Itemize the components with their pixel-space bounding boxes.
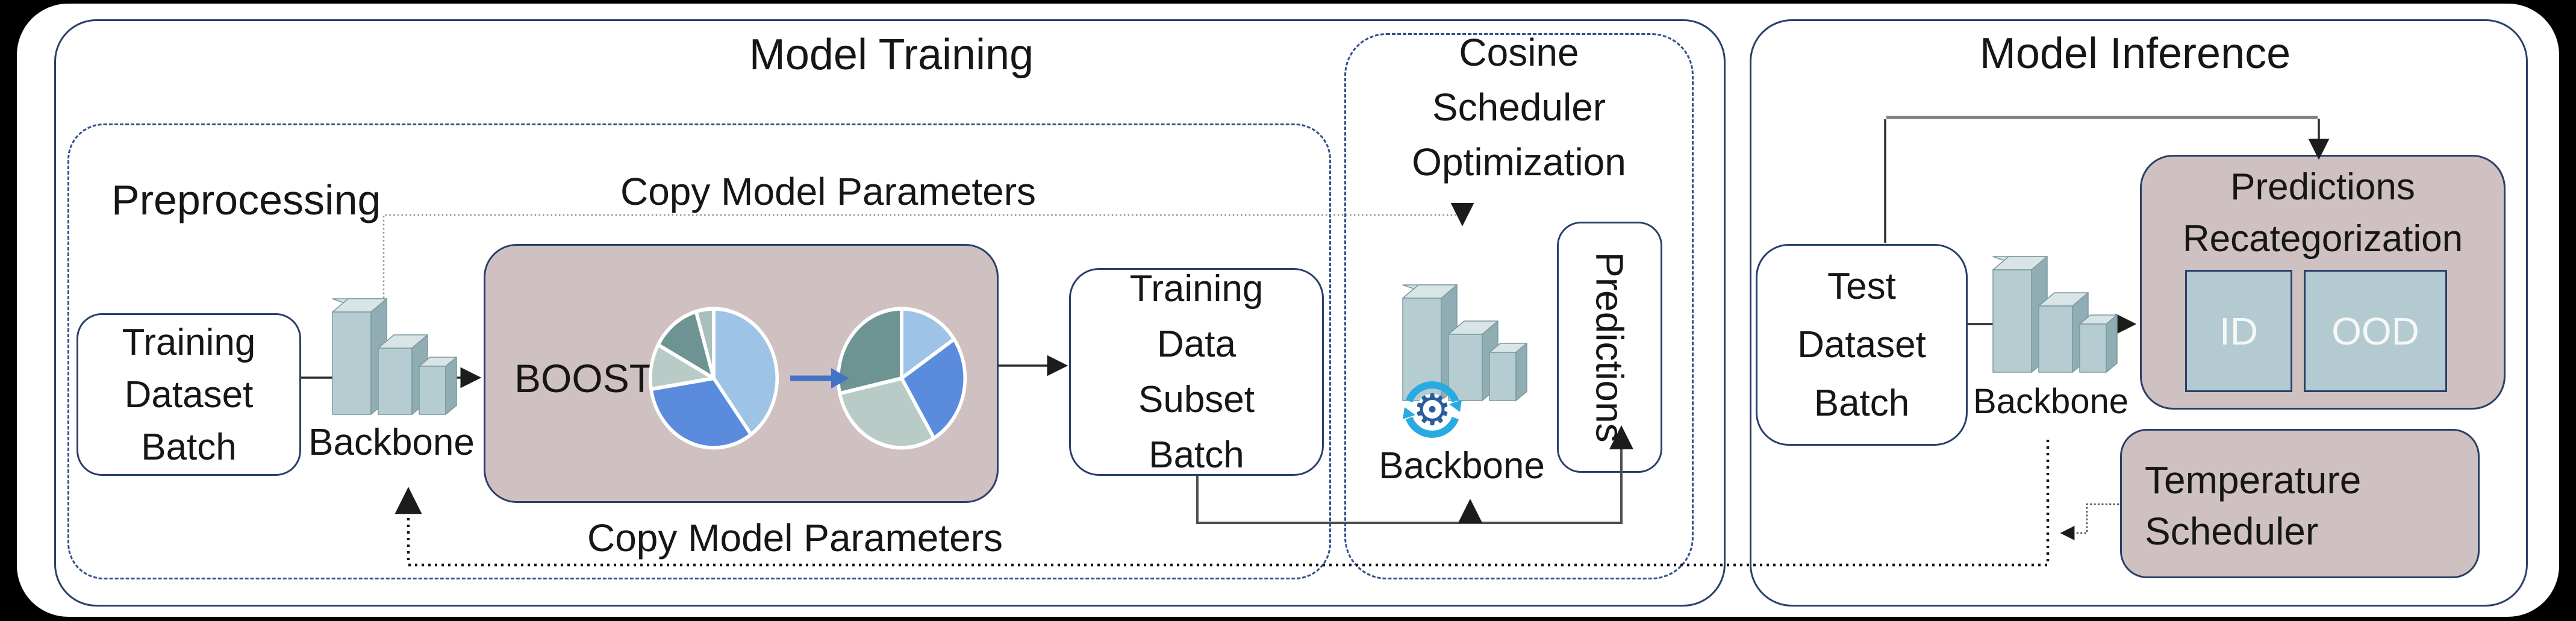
- copy-model-parameters-bottom-label: Copy Model Parameters: [587, 516, 1003, 560]
- cosine-title-line3: Optimization: [1412, 140, 1626, 184]
- id-box: ID: [2185, 270, 2292, 392]
- copy-model-parameters-top-label: Copy Model Parameters: [620, 170, 1037, 213]
- backbone-label-preprocessing: Backbone: [308, 422, 475, 463]
- boost-box: BOOST: [484, 244, 999, 503]
- temperature-line2: Scheduler: [2145, 510, 2319, 553]
- backbone-label-inference: Backbone: [1973, 382, 2128, 421]
- subset-line3: Subset: [1138, 378, 1255, 420]
- model-inference-title: Model Inference: [1979, 30, 2291, 78]
- training-dataset-batch-box: Training Dataset Batch: [76, 313, 301, 476]
- test-line3: Batch: [1813, 382, 1910, 424]
- training-data-subset-batch-box: Training Data Subset Batch: [1069, 268, 1324, 476]
- predictions-label: Predictions: [1588, 252, 1632, 443]
- temperature-line1: Temperature: [2145, 458, 2362, 502]
- recat-title-line1: Predictions: [2230, 166, 2415, 208]
- temperature-scheduler-box: Temperature Scheduler: [2120, 429, 2480, 578]
- subset-line1: Training: [1129, 267, 1264, 310]
- test-line2: Dataset: [1797, 324, 1926, 366]
- model-inference-container: [1750, 19, 2528, 607]
- test-line1: Test: [1827, 266, 1896, 307]
- model-training-container: [54, 19, 1726, 607]
- model-training-title: Model Training: [749, 31, 1034, 79]
- boost-label: BOOST: [514, 356, 654, 401]
- training-dataset-batch-line3: Batch: [141, 426, 237, 468]
- test-dataset-batch-box: Test Dataset Batch: [1756, 244, 1968, 446]
- predictions-recategorization-box: Predictions Recategorization ID OOD: [2140, 155, 2506, 410]
- recat-title-line2: Recategorization: [2182, 218, 2463, 260]
- cosine-title-line2: Scheduler: [1432, 86, 1606, 129]
- id-label: ID: [2219, 309, 2258, 353]
- ood-label: OOD: [2331, 309, 2419, 353]
- subset-line2: Data: [1157, 323, 1236, 365]
- cosine-title-line1: Cosine: [1459, 31, 1579, 74]
- training-dataset-batch-line1: Training: [122, 321, 256, 363]
- preprocessing-title: Preprocessing: [111, 176, 381, 223]
- training-dataset-batch-line2: Dataset: [124, 373, 254, 416]
- ood-box: OOD: [2304, 270, 2447, 392]
- backbone-label-cosine: Backbone: [1379, 445, 1545, 487]
- predictions-box: Predictions: [1557, 222, 1662, 473]
- preprocessing-dashed-container: [67, 123, 1331, 579]
- subset-line4: Batch: [1149, 434, 1244, 476]
- cosine-scheduler-title: Cosine Scheduler Optimization: [1344, 25, 1694, 190]
